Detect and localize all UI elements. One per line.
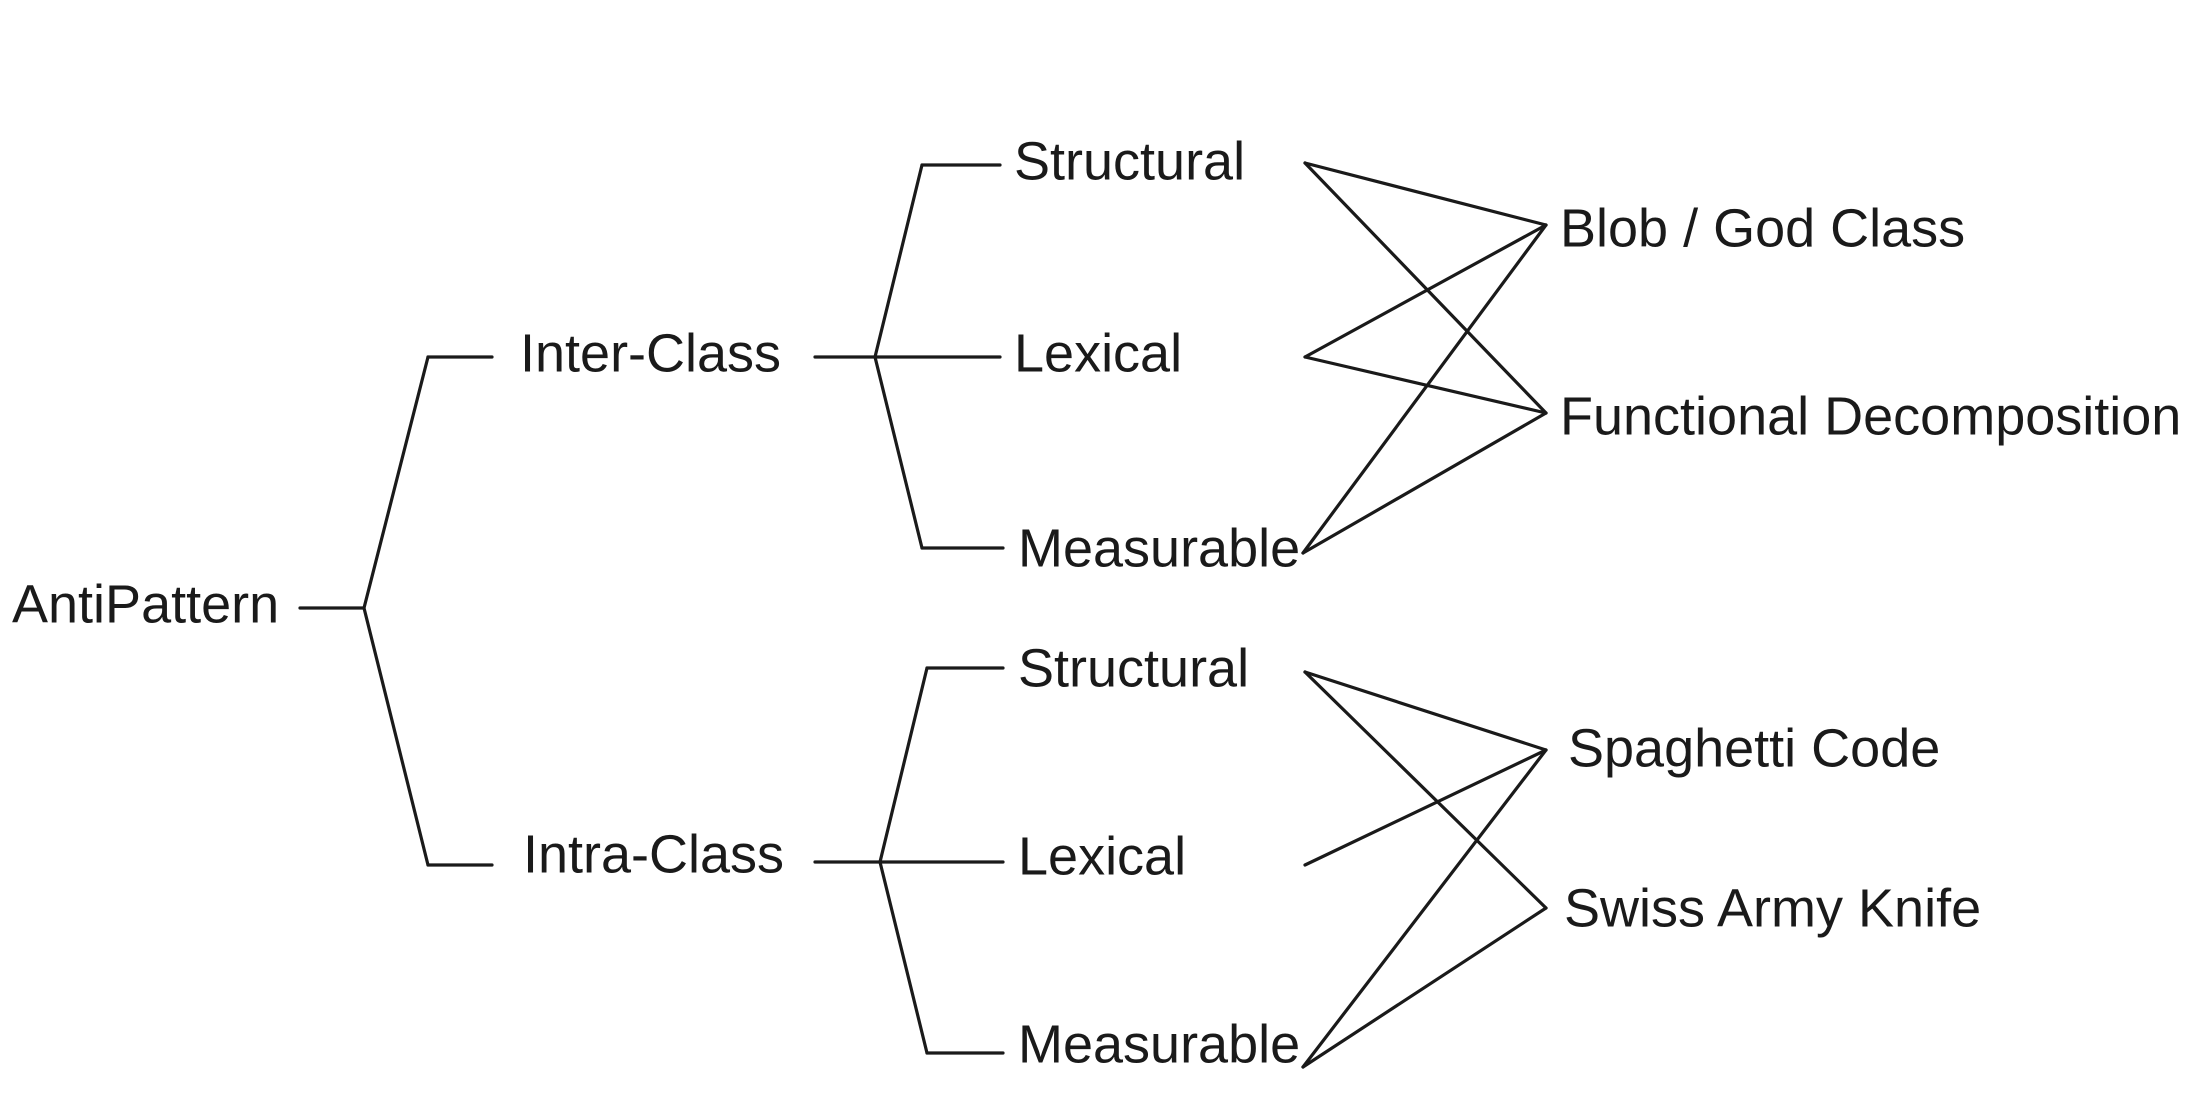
property-label-intra-measurable: Measurable — [1018, 1014, 1300, 1074]
link-inter-measurable-to-functional-decomposition — [1301, 411, 1548, 555]
category-label-intra-class: Intra-Class — [523, 824, 784, 884]
link-intra-lexical-to-spaghetti-code — [1303, 748, 1548, 867]
link-intra-measurable-to-swiss-army-knife — [1301, 906, 1548, 1069]
category-label-inter-class: Inter-Class — [520, 323, 781, 383]
property-label-inter-lexical: Lexical — [1014, 323, 1182, 383]
link-inter-measurable-to-blob-god-class — [1301, 223, 1548, 555]
link-intra-structural-to-swiss-army-knife — [1303, 670, 1548, 910]
link-inter-structural-to-blob-god-class — [1303, 161, 1548, 227]
link-intra-measurable-to-spaghetti-code — [1301, 748, 1548, 1069]
links-layer — [1301, 161, 1548, 1069]
property-label-intra-lexical: Lexical — [1018, 826, 1186, 886]
property-label-intra-structural: Structural — [1018, 638, 1249, 698]
antipattern-label-functional-decomposition: Functional Decomposition — [1560, 386, 2181, 446]
root-label: AntiPattern — [12, 574, 279, 634]
link-inter-structural-to-functional-decomposition — [1303, 161, 1548, 415]
link-inter-lexical-to-blob-god-class — [1303, 223, 1548, 359]
root-bracket — [362, 355, 430, 867]
antipattern-label-spaghetti-code: Spaghetti Code — [1568, 718, 1940, 778]
antipattern-label-blob-god-class: Blob / God Class — [1560, 198, 1965, 258]
property-label-inter-measurable: Measurable — [1018, 518, 1300, 578]
property-label-inter-structural: Structural — [1014, 131, 1245, 191]
antipattern-label-swiss-army-knife: Swiss Army Knife — [1564, 878, 1981, 938]
link-intra-structural-to-spaghetti-code — [1303, 670, 1548, 752]
